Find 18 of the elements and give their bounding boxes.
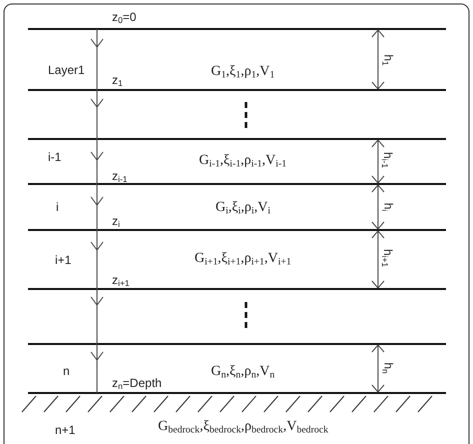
layer-parameters: G$_{1}$,ξ$_{1}$,ρ$_{1}$,V$_{1}$ [211, 65, 275, 79]
layer-parameters: G$_{n}$,ξ$_{n}$,ρ$_{n}$,V$_{n}$ [211, 365, 275, 379]
layer-label: Layer1 [48, 64, 85, 76]
depth-label: z$_{i+1}$ [112, 274, 130, 286]
layer-label: n [63, 365, 70, 377]
layer-label: i [56, 201, 59, 213]
depth-label: z$_{0}$=0 [112, 11, 136, 23]
layer-parameters: G$_{i}$,ξ$_{i}$,ρ$_{i}$,V$_{i}$ [216, 201, 270, 215]
depth-label: z$_{n}$=Depth [112, 377, 162, 389]
depth-label: z$_{i-1}$ [112, 170, 128, 182]
depth-label: z$_{1}$ [112, 74, 123, 86]
layer-label: n+1 [55, 424, 76, 436]
layer-label: i-1 [48, 151, 62, 163]
depth-label: z$_{i}$ [112, 215, 120, 227]
layer-parameters: G$_{bedrock}$,ξ$_{bedrock}$,ρ$_{bedrock}$,V$_{bedrock}$ [158, 420, 328, 434]
layer-label: i+1 [55, 254, 72, 266]
layer-parameters: G$_{i+1}$,ξ$_{i+1}$,ρ$_{i+1}$,V$_{i+1}$ [194, 252, 292, 266]
layer-parameters: G$_{i-1}$,ξ$_{i-1}$,ρ$_{i-1}$,V$_{i-1}$ [199, 154, 287, 168]
